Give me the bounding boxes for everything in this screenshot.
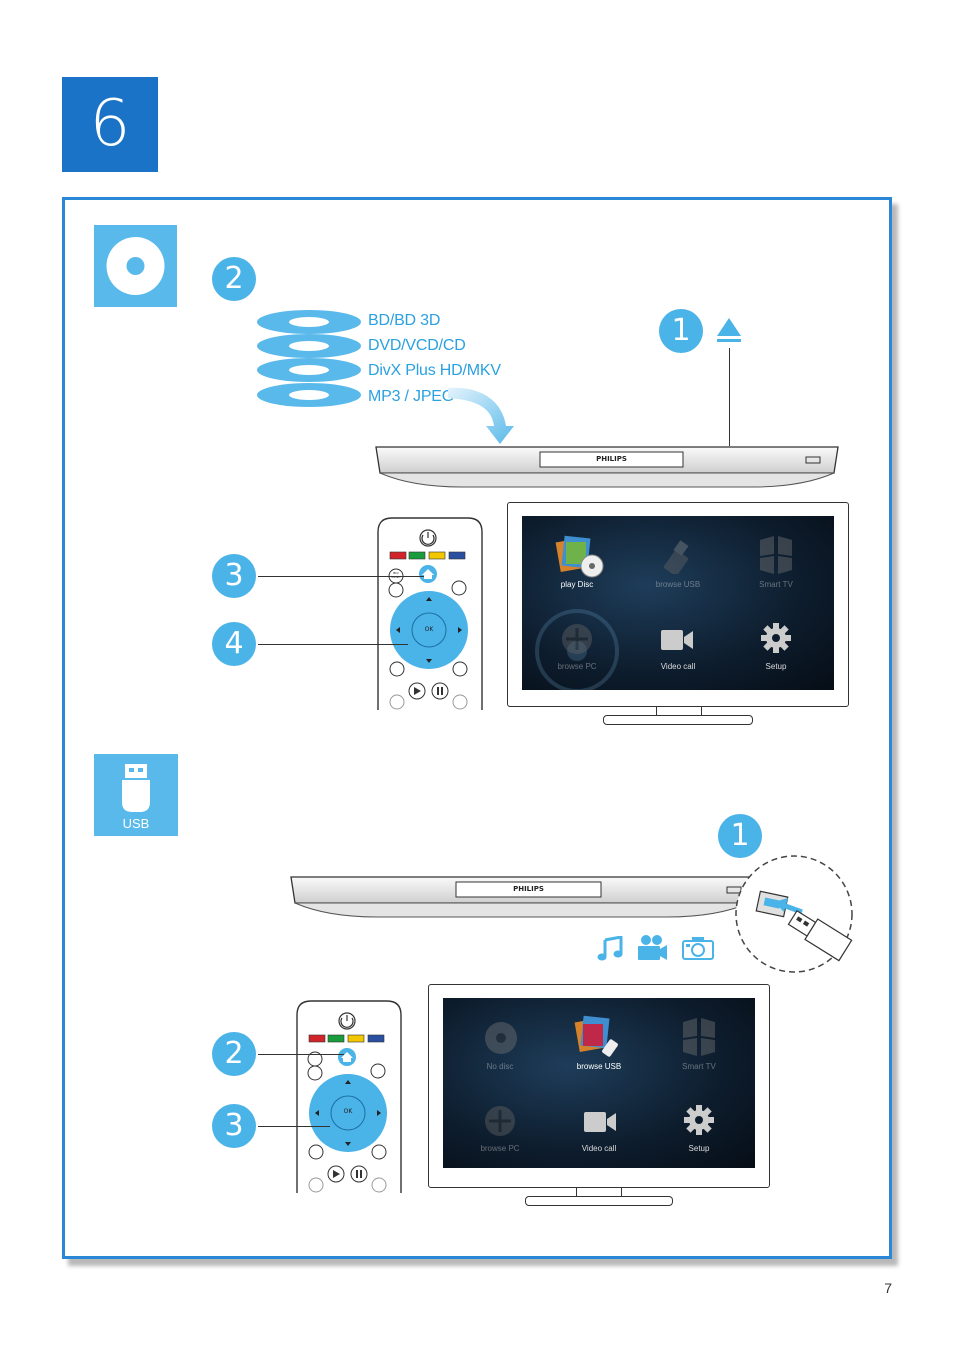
step-badge-home: 3 xyxy=(212,554,256,598)
usb-menu-video-call: Video call xyxy=(581,1144,617,1153)
menu-setup: Setup xyxy=(765,662,787,671)
format-bd: BD/BD 3D xyxy=(368,312,441,329)
setup-icon xyxy=(761,623,791,653)
usb-menu-setup: Setup xyxy=(688,1144,710,1153)
usb-home-leader-line xyxy=(258,1054,344,1055)
usb-browse-usb-icon xyxy=(574,1015,618,1057)
format-mp3: MP3 / JPEG xyxy=(368,388,455,405)
usb-menu-smart-tv: Smart TV xyxy=(682,1062,716,1071)
usb-section: USB 1 PHILIPS xyxy=(0,740,954,1260)
disc-stack-icon xyxy=(257,310,361,407)
menu-video-call: Video call xyxy=(660,662,696,671)
smart-tv-icon xyxy=(760,536,792,574)
insert-arrow-icon xyxy=(448,387,514,444)
usb-icon: USB xyxy=(94,754,178,836)
browse-usb-icon xyxy=(663,540,689,574)
step-badge-play: 2 xyxy=(212,257,256,301)
usb-tv-stand xyxy=(576,1187,622,1197)
usb-remote-ok-label: OK xyxy=(343,1108,353,1115)
screen-reel-icon xyxy=(535,609,619,690)
blu-ray-player xyxy=(375,446,839,488)
remote-ok-label: OK xyxy=(424,626,434,633)
camera-icon xyxy=(682,937,714,960)
usb-menu-browse-usb: browse USB xyxy=(576,1062,622,1071)
tv-screen: play Disc browse USB Smart TV browse PC … xyxy=(522,516,834,690)
page-number: 7 xyxy=(884,1280,892,1296)
eject-icon xyxy=(717,318,741,342)
usb-nav-leader-line xyxy=(258,1126,330,1127)
disc-section: 2 BD/BD 3D DVD/VCD/CD DivX Plus HD/MKV M… xyxy=(94,225,849,725)
video-icon xyxy=(638,935,667,960)
usb-tv-screen: No disc browse USB Smart TV browse PC Vi… xyxy=(443,998,755,1168)
usb-tv-base xyxy=(525,1196,673,1206)
usb-video-call-icon xyxy=(584,1112,616,1132)
browse-pc-icon xyxy=(562,624,592,654)
video-call-icon xyxy=(661,630,693,650)
format-divx: DivX Plus HD/MKV xyxy=(368,362,501,379)
usb-blu-ray-player xyxy=(290,876,754,918)
tv-stand xyxy=(656,706,702,716)
player-brand: PHILIPS xyxy=(596,455,627,463)
usb-smart-tv-icon xyxy=(683,1018,715,1056)
usb-menu-browse-pc: browse PC xyxy=(480,1144,520,1153)
usb-setup-icon xyxy=(684,1105,714,1135)
step-badge-nav: 4 xyxy=(212,622,256,666)
menu-no-disc: No disc xyxy=(486,1062,514,1071)
remote-control xyxy=(377,517,483,710)
chapter-number: 6 xyxy=(62,77,158,172)
usb-browse-pc-icon xyxy=(485,1106,515,1136)
step-badge-usb-nav: 3 xyxy=(212,1104,256,1148)
tv-base xyxy=(603,715,753,725)
format-dvd: DVD/VCD/CD xyxy=(368,337,466,354)
remote-home-label: BD/ MENU xyxy=(391,571,401,579)
no-disc-icon xyxy=(485,1022,517,1054)
disc-icon xyxy=(94,225,177,307)
nav-leader-line xyxy=(258,644,408,645)
eject-leader-line xyxy=(729,348,730,446)
usb-icon-label: USB xyxy=(122,816,150,831)
menu-smart-tv: Smart TV xyxy=(759,580,793,589)
usb-remote-control xyxy=(296,1000,402,1193)
menu-browse-usb: browse USB xyxy=(655,580,701,589)
step-badge-usb-home: 2 xyxy=(212,1032,256,1076)
play-disc-icon xyxy=(555,535,604,578)
step-badge-eject: 1 xyxy=(659,309,703,353)
usb-player-brand: PHILIPS xyxy=(513,885,544,893)
home-leader-line xyxy=(258,576,424,577)
step-badge-connect: 1 xyxy=(718,814,762,858)
usb-port-callout xyxy=(735,855,853,973)
music-icon xyxy=(597,936,623,961)
menu-play-disc: play Disc xyxy=(560,580,594,589)
menu-browse-pc: browse PC xyxy=(557,662,597,671)
